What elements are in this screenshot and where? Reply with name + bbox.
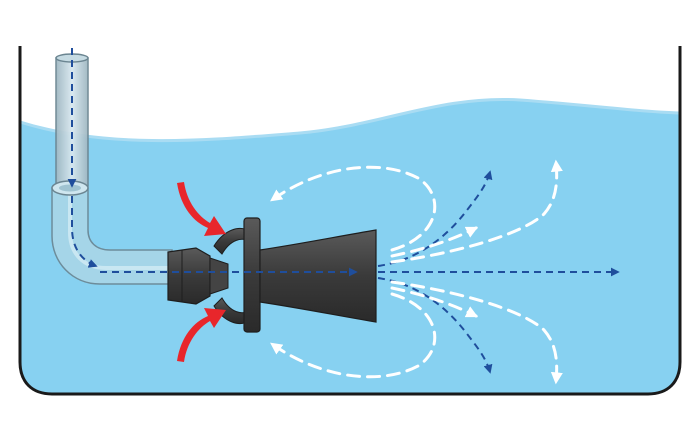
recirc-arrow-upper-right: [390, 159, 563, 264]
recirc-arrow-lower-right: [390, 280, 563, 385]
water-surface: [19, 97, 681, 143]
motive-arrow-bend: [71, 196, 98, 268]
red-arrow-lower: [177, 308, 226, 362]
recirc-arrow-bottom-loop: [270, 292, 437, 379]
motive-arrow-down-right: [377, 277, 493, 374]
eductor-nozzle: [167, 217, 377, 333]
recirc-arrow-mid-upper: [390, 226, 479, 258]
motive-flow-arrows: [67, 48, 620, 374]
motive-arrow-up-right: [377, 170, 493, 267]
red-arrow-upper: [177, 182, 226, 236]
entrained-flow-arrows: [177, 182, 226, 362]
recirculation-arrows: [270, 159, 563, 385]
recirc-arrow-top-loop: [270, 165, 437, 252]
tank-outline: [18, 46, 682, 396]
recirc-arrow-mid-lower: [390, 286, 479, 318]
